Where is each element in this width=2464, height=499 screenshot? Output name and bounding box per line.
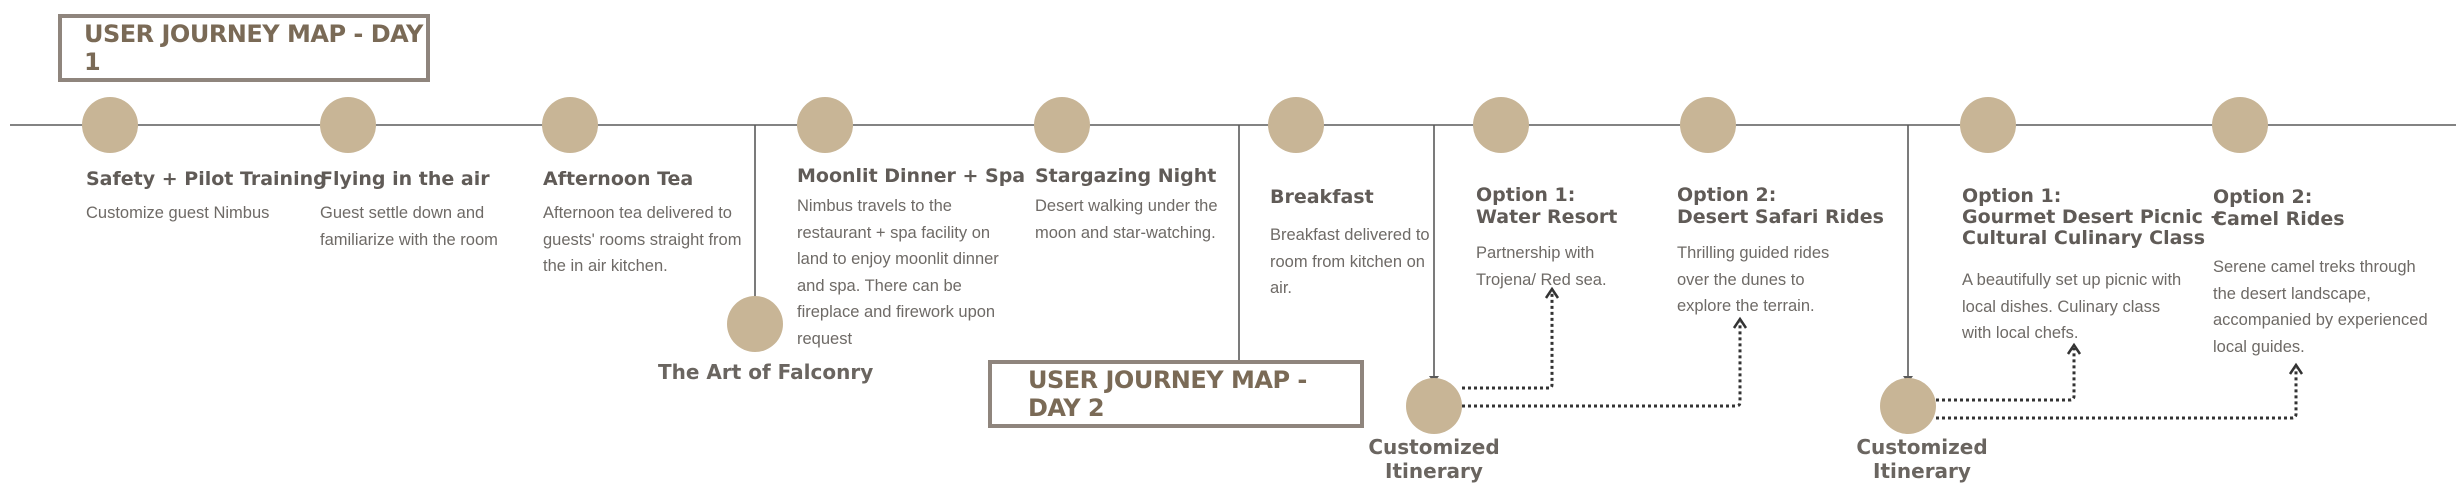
stop-camel: Option 2: Camel Rides Serene camel treks…: [2213, 186, 2438, 360]
node-safety-training: [82, 97, 138, 153]
dotted-arrowhead-camel: [2288, 362, 2304, 375]
stop-desc: Thrilling guided rides over the dunes to…: [1677, 244, 1830, 315]
stop-desc: Serene camel treks through the desert la…: [2213, 258, 2428, 356]
stop-desc: Nimbus travels to the restaurant + spa f…: [797, 197, 999, 348]
stop-title: Stargazing Night: [1035, 165, 1217, 187]
stop-afternoon-tea: Afternoon Tea Afternoon tea delivered to…: [543, 168, 743, 280]
itinerary-2-label: Customized Itinerary: [1856, 435, 1988, 483]
stop-title: Moonlit Dinner + Spa: [797, 165, 1026, 187]
stop-title: Flying in the air: [320, 168, 490, 190]
stop-breakfast: Breakfast Breakfast delivered to room fr…: [1270, 186, 1430, 302]
node-flying: [320, 97, 376, 153]
node-camel: [2212, 97, 2268, 153]
dotted-arrow-safari: [1462, 322, 1742, 408]
node-itinerary-1: [1406, 378, 1462, 434]
node-breakfast: [1268, 97, 1324, 153]
node-safari: [1680, 97, 1736, 153]
stop-title: Option 1: Water Resort: [1476, 184, 1618, 228]
stop-desc: Guest settle down and familiarize with t…: [320, 204, 498, 249]
stop-picnic: Option 1: Gourmet Desert Picnic + Cultur…: [1962, 185, 2226, 347]
falconry-label: The Art of Falconry: [658, 360, 874, 384]
stop-moonlit-dinner: Moonlit Dinner + Spa Nimbus travels to t…: [797, 165, 1026, 352]
stop-desc: Afternoon tea delivered to guests' rooms…: [543, 204, 742, 275]
day1-title-box: USER JOURNEY MAP - DAY 1: [58, 14, 430, 82]
node-itinerary-2: [1880, 378, 1936, 434]
stop-title: Safety + Pilot Training: [86, 168, 327, 190]
day2-title-box: USER JOURNEY MAP - DAY 2: [988, 360, 1364, 428]
dotted-arrowhead-water-resort: [1544, 286, 1560, 299]
node-picnic: [1960, 97, 2016, 153]
dotted-arrow-camel: [1936, 368, 2298, 420]
stop-safari: Option 2: Desert Safari Rides Thrilling …: [1677, 184, 1884, 320]
stop-flying: Flying in the air Guest settle down and …: [320, 168, 520, 253]
dotted-arrowhead-safari: [1732, 316, 1748, 329]
stop-desc: Customize guest Nimbus: [86, 204, 270, 222]
stop-desc: A beautifully set up picnic with local d…: [1962, 271, 2182, 342]
node-stargazing: [1034, 97, 1090, 153]
node-afternoon-tea: [542, 97, 598, 153]
node-falconry: [727, 296, 783, 352]
dotted-arrowhead-picnic: [2066, 342, 2082, 355]
stop-title: Afternoon Tea: [543, 168, 694, 190]
stop-desc: Desert walking under the moon and star-w…: [1035, 197, 1218, 242]
stop-title: Option 2: Camel Rides: [2213, 186, 2345, 230]
dotted-arrow-water-resort: [1462, 292, 1554, 390]
stop-title: Option 1: Gourmet Desert Picnic + Cultur…: [1962, 185, 2226, 249]
day2-title: USER JOURNEY MAP - DAY 2: [1028, 366, 1307, 422]
itinerary-1-label: Customized Itinerary: [1368, 435, 1500, 483]
stop-water-resort: Option 1: Water Resort Partnership with …: [1476, 184, 1646, 293]
stop-safety-training: Safety + Pilot Training Customize guest …: [86, 168, 327, 227]
stop-desc: Partnership with Trojena/ Red sea.: [1476, 244, 1607, 289]
stop-title: Option 2: Desert Safari Rides: [1677, 184, 1884, 228]
stop-desc: Breakfast delivered to room from kitchen…: [1270, 226, 1430, 297]
stop-stargazing: Stargazing Night Desert walking under th…: [1035, 165, 1235, 246]
day1-title: USER JOURNEY MAP - DAY 1: [84, 20, 423, 76]
dotted-arrow-picnic: [1936, 348, 2076, 402]
node-moonlit-dinner: [797, 97, 853, 153]
stop-title: Breakfast: [1270, 186, 1374, 208]
node-water-resort: [1473, 97, 1529, 153]
